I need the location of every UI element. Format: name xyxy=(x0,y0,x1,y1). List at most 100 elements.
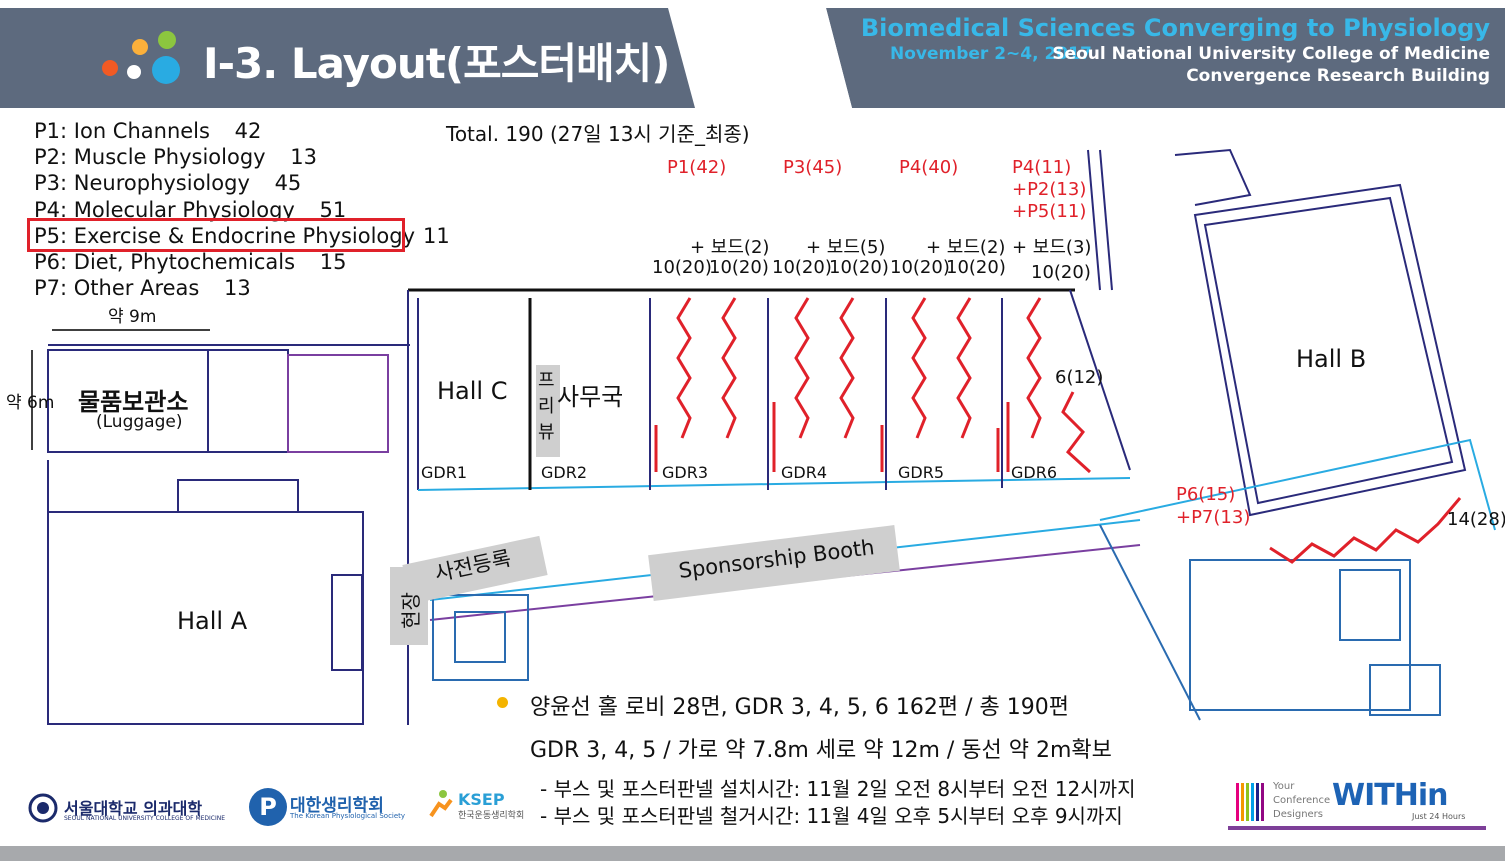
category-count: 13 xyxy=(224,276,251,300)
snu-name: 서울대학교 의과대학 xyxy=(64,799,203,818)
gdr-label: GDR2 xyxy=(541,463,588,482)
p6-label: P6(15) xyxy=(1176,484,1236,505)
poster-board-zigzag xyxy=(1269,497,1462,564)
slot-count-label: 10(20) xyxy=(772,257,832,278)
poster-group-label: +P2(13) xyxy=(1012,179,1087,200)
poster-group-label: P4(40) xyxy=(899,157,959,178)
note-removal-time: - 부스 및 포스터판넬 철거시간: 11월 4일 오후 5시부터 오후 9시까… xyxy=(540,804,1123,828)
poster-board-zigzag xyxy=(721,297,737,439)
category-label: P6: Diet, Phytochemicals xyxy=(34,250,296,274)
poster-board-zigzag xyxy=(676,297,692,439)
luggage-room-label: 물품보관소 xyxy=(78,388,189,416)
category-label: P5: Exercise & Endocrine Physiology xyxy=(34,224,416,248)
category-count: 42 xyxy=(234,119,262,143)
hall-b-wall xyxy=(1193,183,1467,517)
office-label: 사무국 xyxy=(557,383,624,411)
hall-c-label: Hall C xyxy=(437,377,508,405)
gdr-label: GDR4 xyxy=(781,463,828,482)
category-label: P3: Neurophysiology xyxy=(34,171,250,195)
slot-count-label: 10(20) xyxy=(890,257,950,278)
slot-count-label: 10(20) xyxy=(946,257,1006,278)
within-underline xyxy=(1228,826,1486,830)
poster-group-label: P3(45) xyxy=(783,157,843,178)
gdr-label: GDR3 xyxy=(662,463,709,482)
dimension-height-label: 약 6m xyxy=(6,393,55,413)
luggage-room-sublabel: (Luggage) xyxy=(96,412,183,432)
onsite-registration-label: 현장 xyxy=(398,592,423,629)
within-stripes-icon xyxy=(1236,783,1266,821)
ksep-name: KSEP xyxy=(458,790,505,809)
gdr6-side-count: 6(12) xyxy=(1055,367,1104,388)
board-count-label: + 보드(3) xyxy=(1012,237,1092,258)
logo-dot-green xyxy=(158,31,176,49)
snu-subtitle: SEOUL NATIONAL UNIVERSITY COLLEGE OF MED… xyxy=(64,815,226,822)
ksep-logo-icon xyxy=(425,788,457,820)
hall-a-label: Hall A xyxy=(177,607,248,635)
footer-bar xyxy=(0,846,1505,861)
board-count-label: + 보드(2) xyxy=(926,237,1006,258)
category-item: P6: Diet, Phytochemicals 15 xyxy=(34,249,346,275)
logo-dot-blue xyxy=(152,56,180,84)
gdr-label: GDR6 xyxy=(1011,463,1058,482)
kps-logo-icon: P xyxy=(249,788,287,826)
category-count: 15 xyxy=(319,250,347,274)
p7-label: +P7(13) xyxy=(1176,507,1251,528)
within-subtitle: Just 24 Hours xyxy=(1412,812,1466,821)
kps-subtitle: The Korean Physiological Society xyxy=(290,812,406,820)
poster-board-zigzag xyxy=(956,297,972,439)
dimension-width-label: 약 9m xyxy=(108,307,157,327)
projection-room-label: 프리뷰 xyxy=(538,370,555,443)
category-label: P1: Ion Channels xyxy=(34,119,210,143)
staircase xyxy=(432,594,529,681)
poster-board-zigzag xyxy=(911,297,927,439)
hall-a-stage xyxy=(331,574,363,671)
note-summary: 양윤선 홀 로비 28면, GDR 3, 4, 5, 6 162편 / 총 19… xyxy=(530,695,1069,720)
page-title: I-3. Layout(포스터배치) xyxy=(203,39,670,88)
event-name: Biomedical Sciences Converging to Physio… xyxy=(860,14,1490,42)
poster-group-label: P1(42) xyxy=(667,157,727,178)
note-install-time: - 부스 및 포스터판넬 설치시간: 11월 2일 오전 8시부터 오전 12시… xyxy=(540,777,1136,801)
bullet-icon xyxy=(497,697,508,708)
category-count: 11 xyxy=(423,224,450,248)
category-count: 45 xyxy=(274,171,302,195)
total-count: Total. 190 (27일 13시 기준_최종) xyxy=(446,122,750,146)
slot-count-label: 10(20) xyxy=(1031,262,1091,283)
logo-dot-white xyxy=(127,65,141,79)
poster-board-zigzag xyxy=(1061,391,1092,474)
within-tagline: Your xyxy=(1273,781,1295,792)
east-wall xyxy=(1099,438,1496,531)
staircase-inner xyxy=(454,611,506,663)
category-item: P7: Other Areas 13 xyxy=(34,275,251,301)
board-count-label: + 보드(5) xyxy=(806,237,886,258)
poster-board-zigzag xyxy=(1026,297,1042,439)
category-count: 13 xyxy=(290,145,318,169)
logo-dot-orange xyxy=(102,60,118,76)
east-wall xyxy=(1099,524,1201,721)
projection-room-box xyxy=(536,365,560,457)
gdr-label: GDR5 xyxy=(898,463,945,482)
slot-count-label: 10(20) xyxy=(652,257,712,278)
ksep-runner-icon xyxy=(429,790,453,818)
event-dates: November 2~4, 2017 xyxy=(890,44,1092,64)
hall-b-inner-wall xyxy=(1203,196,1454,505)
poster-board-zigzag xyxy=(839,297,855,439)
hall-b-board-count: 14(28) xyxy=(1447,509,1505,530)
snu-emblem-icon xyxy=(28,793,58,823)
slot-count-label: 10(20) xyxy=(829,257,889,278)
side-room-wall xyxy=(287,354,389,453)
hall-b-label: Hall B xyxy=(1296,345,1367,373)
event-venue-line1: Seoul National University College of Med… xyxy=(1052,44,1490,64)
category-item-highlighted: P5: Exercise & Endocrine Physiology xyxy=(34,223,415,249)
kps-name: 대한생리학회 xyxy=(290,796,384,816)
board-count-label: + 보드(2) xyxy=(690,237,770,258)
poster-board-zigzag xyxy=(794,297,810,439)
ksep-subtitle: 한국운동생리학회 xyxy=(458,811,525,821)
onsite-registration-box xyxy=(390,567,428,645)
hall-b-annex xyxy=(1174,148,1252,206)
east-room xyxy=(1189,559,1411,711)
poster-group-label: P4(11) xyxy=(1012,157,1072,178)
east-staircase xyxy=(1339,569,1401,641)
note-dimensions: GDR 3, 4, 5 / 가로 약 7.8m 세로 약 12m / 동선 약 … xyxy=(530,738,1112,763)
category-item: P1: Ion Channels 42 xyxy=(34,118,261,144)
